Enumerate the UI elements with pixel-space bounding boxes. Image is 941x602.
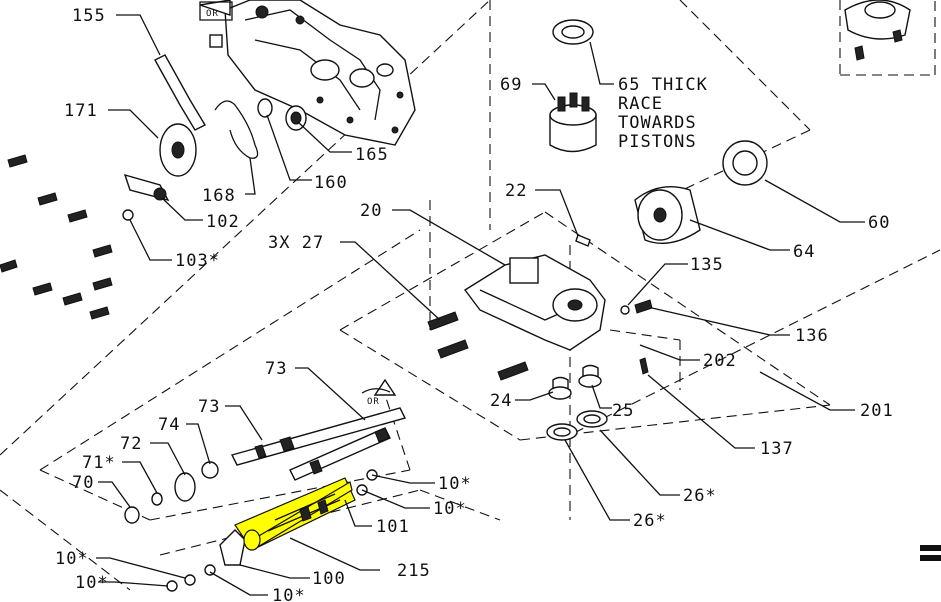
label-165: 165: [355, 145, 389, 165]
label-201: 201: [860, 401, 894, 421]
label-25: 25: [612, 401, 634, 421]
callout-labels: 155 171 165 160 168 102 103* 69 65 THICK…: [55, 6, 894, 602]
label-10-b: 10*: [433, 499, 467, 519]
label-65-line1: 65 THICK: [618, 75, 708, 95]
label-60: 60: [868, 213, 890, 233]
main-housing: [224, 0, 416, 146]
edge-marks: [920, 545, 941, 561]
label-27: 3X 27: [268, 233, 324, 253]
label-64: 64: [793, 242, 815, 262]
or-marks: OR OR: [199, 1, 391, 407]
label-65-line4: PISTONS: [618, 132, 697, 152]
label-71: 71*: [82, 453, 116, 473]
label-202: 202: [703, 351, 737, 371]
or-mark-top: OR: [206, 9, 219, 19]
label-24: 24: [490, 391, 512, 411]
label-73-lower: 73: [198, 397, 220, 417]
label-26-lower: 26*: [633, 511, 667, 531]
label-10-e: 10*: [272, 586, 306, 602]
label-74: 74: [158, 415, 180, 435]
or-mark-bottom: OR: [367, 397, 380, 407]
label-102: 102: [206, 212, 240, 232]
valve-parts: [546, 364, 608, 441]
small-parts-top-left: [122, 0, 307, 221]
highlighted-shafts: [234, 477, 356, 551]
label-10-a: 10*: [438, 474, 472, 494]
label-101: 101: [376, 517, 410, 537]
shaft-parts: [124, 378, 407, 592]
center-block: [427, 234, 653, 381]
label-65-line3: TOWARDS: [618, 113, 697, 133]
label-100: 100: [312, 569, 346, 589]
label-70: 70: [72, 473, 94, 493]
label-10-d: 10*: [75, 573, 109, 593]
label-72: 72: [120, 434, 142, 454]
label-160: 160: [314, 173, 348, 193]
label-137: 137: [760, 439, 794, 459]
leader-lines: [96, 14, 865, 596]
label-171: 171: [64, 101, 98, 121]
label-26-upper: 26*: [683, 486, 717, 506]
label-65-line2: RACE: [618, 94, 663, 114]
pump-parts: [549, 0, 911, 244]
label-69: 69: [500, 75, 522, 95]
label-215: 215: [397, 561, 431, 581]
label-10-c: 10*: [55, 549, 89, 569]
label-103: 103*: [175, 251, 220, 271]
label-135: 135: [690, 255, 724, 275]
label-22: 22: [505, 181, 527, 201]
label-20: 20: [360, 201, 382, 221]
label-136: 136: [795, 326, 829, 346]
label-73-upper: 73: [265, 359, 287, 379]
label-168: 168: [202, 186, 236, 206]
bolt-set: [0, 154, 113, 320]
label-155: 155: [72, 6, 106, 26]
